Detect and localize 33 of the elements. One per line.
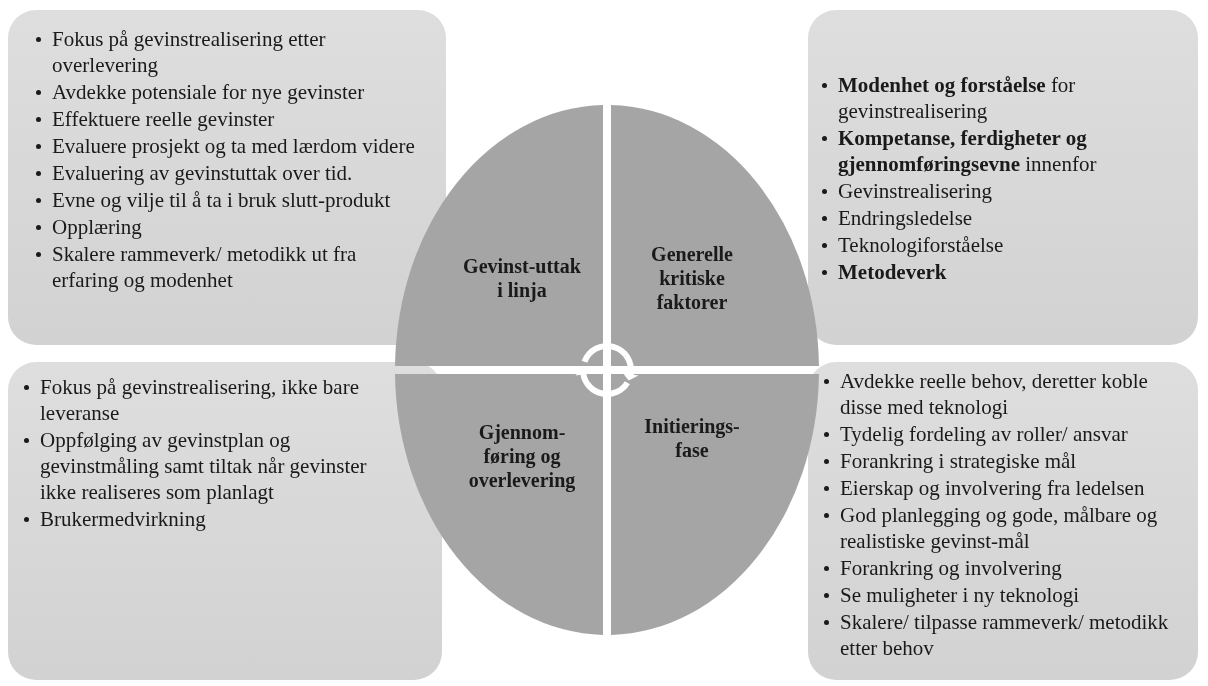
bullet-text: Evne og vilje til å ta i bruk slutt-produkt — [52, 187, 392, 213]
text-panel — [8, 362, 442, 680]
quadrant-label: Initierings-fase — [643, 414, 741, 462]
bullet-text: Evaluere prosjekt og ta med lærdom videre — [52, 133, 416, 159]
bullet-text: Skalere/ tilpasse rammeverk/ metodikk etter behov — [840, 609, 1170, 661]
bullet-text: Gevinstrealisering — [838, 178, 993, 204]
quadrant-label: Generelle kritiske faktorer — [650, 242, 734, 314]
bullet-text: Fokus på gevinstrealisering, ikke bare leveranse — [40, 374, 360, 426]
bullet-text: Endringsledelse — [838, 205, 974, 231]
quadrant-label: Gevinst-uttak i linja — [462, 254, 582, 302]
bullet-text: Tydelig fordeling av roller/ ansvar — [840, 421, 1129, 447]
bullet-text: Evaluering av gevinstuttak over tid. — [52, 160, 354, 186]
bullet-text: Se muligheter i ny teknologi — [840, 582, 1081, 608]
bullet-text: Forankring og involvering — [840, 555, 1063, 581]
bullet-text: Oppfølging av gevinstplan og gevinstmåling samt tiltak når gevinster ikke realiseres som planlagt — [40, 427, 368, 505]
bullet-text: Avdekke potensiale for nye gevinster — [52, 79, 366, 105]
bullet-text: Effektuere reelle gevinster — [52, 106, 276, 132]
bullet-text: God planlegging og gode, målbare og realistiske gevinst-mål — [840, 502, 1159, 554]
quadrant-label: Gjennom-føring og overlevering — [467, 420, 577, 492]
text-panel — [8, 10, 446, 345]
bullet-text: Fokus på gevinstrealisering etter overlevering — [52, 26, 327, 78]
bullet-text: Avdekke reelle behov, deretter koble disse med teknologi — [840, 368, 1149, 420]
bullet-text: Eierskap og involvering fra ledelsen — [840, 475, 1146, 501]
bullet-text: Skalere rammeverk/ metodikk ut fra erfaring og modenhet — [52, 241, 358, 293]
bullet-text: Teknologiforståelse — [838, 232, 1005, 258]
text-panel — [808, 10, 1198, 345]
bullet-text: Metodeverk — [838, 259, 948, 285]
bullet-text: Forankring i strategiske mål — [840, 448, 1078, 474]
bullet-text: Modenhet og forståelse for gevinstrealisering — [838, 72, 1077, 124]
bullet-text: Brukermedvirkning — [40, 506, 207, 532]
bullet-text: Opplæring — [52, 214, 143, 240]
bullet-text: Kompetanse, ferdigheter og gjennomføringsevne innenfor — [838, 125, 1098, 177]
text-panel — [808, 362, 1198, 680]
